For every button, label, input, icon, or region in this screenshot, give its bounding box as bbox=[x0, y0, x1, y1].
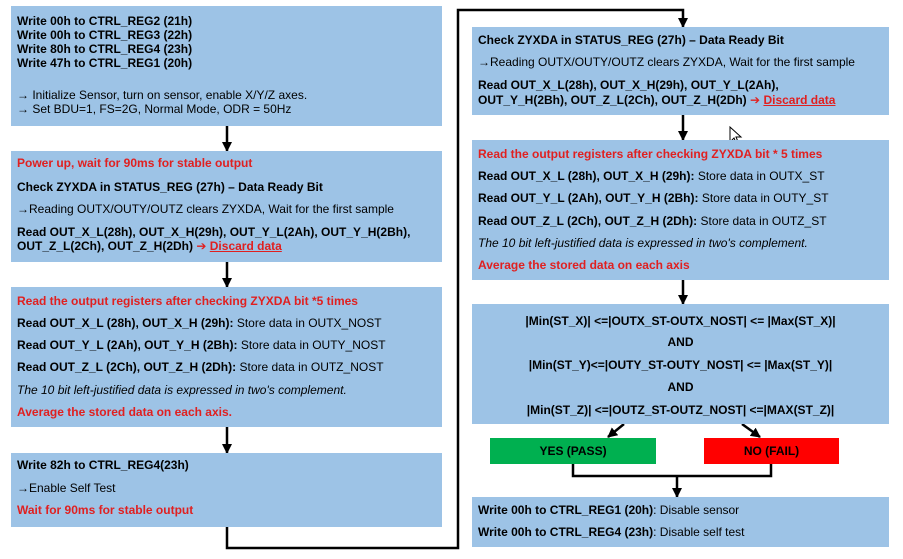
powerup-read-regs-1: Read OUT_X_L(28h), OUT_X_H(29h), OUT_Y_L… bbox=[17, 225, 411, 239]
compare-box: |Min(ST_X)| <=|OUTX_ST-OUTX_NOST| <= |Ma… bbox=[472, 304, 889, 424]
st-read-regs-2: OUT_Y_H(2Bh), OUT_Z_L(2Ch), OUT_Z_H(2Dh)… bbox=[478, 93, 836, 107]
nost-read-z: Read OUT_Z_L (2Ch), OUT_Z_H (2Dh): Store… bbox=[17, 360, 384, 374]
powerup-check-zyxda: Check ZYXDA in STATUS_REG (27h) – Data R… bbox=[17, 180, 323, 194]
nost-average-note: Average the stored data on each axis. bbox=[17, 405, 232, 419]
discard-data-label: Discard data bbox=[763, 93, 836, 107]
powerup-reading-note: →Reading OUTX/OUTY/OUTZ clears ZYXDA, Wa… bbox=[17, 202, 394, 216]
powerup-wait: Power up, wait for 90ms for stable outpu… bbox=[17, 156, 253, 170]
st-reading-note: →Reading OUTX/OUTY/OUTZ clears ZYXDA, Wa… bbox=[478, 55, 855, 69]
st-average-note: Average the stored data on each axis bbox=[478, 258, 690, 272]
arrow-results-box8 bbox=[571, 464, 773, 478]
selftest-enable-box: Write 82h to CTRL_REG4(23h) →Enable Self… bbox=[11, 453, 442, 527]
compare-x: |Min(ST_X)| <=|OUTX_ST-OUTX_NOST| <= |Ma… bbox=[525, 314, 836, 328]
nost-read-title: Read the output registers after checking… bbox=[17, 294, 358, 308]
pass-result: YES (PASS) bbox=[490, 438, 656, 464]
arrow-glyph-icon: ➔ bbox=[750, 93, 761, 107]
powerup-read-regs-2: OUT_Z_L(2Ch), OUT_Z_H(2Dh) ➔ Discard dat… bbox=[17, 239, 282, 253]
init-box: Write 00h to CTRL_REG2 (21h) Write 00h t… bbox=[11, 6, 442, 126]
compare-z: |Min(ST_Z)| <=|OUTZ_ST-OUTZ_NOST| <=|MAX… bbox=[526, 403, 835, 417]
init-note-1: → Initialize Sensor, turn on sensor, ena… bbox=[17, 88, 308, 102]
fail-result: NO (FAIL) bbox=[704, 438, 839, 464]
init-write-ctrl-reg1: Write 47h to CTRL_REG1 (20h) bbox=[17, 56, 193, 70]
disable-box: Write 00h to CTRL_REG1 (20h): Disable se… bbox=[472, 497, 889, 547]
st-read-z: Read OUT_Z_L (2Ch), OUT_Z_H (2Dh): Store… bbox=[478, 214, 827, 228]
nost-read-y: Read OUT_Y_L (2Ah), OUT_Y_H (2Bh): Store… bbox=[17, 338, 386, 352]
st-format-note: The 10 bit left-justified data is expres… bbox=[478, 236, 808, 250]
discard-data-label: Discard data bbox=[209, 239, 282, 253]
st-read-regs-1: Read OUT_X_L(28h), OUT_X_H(29h), OUT_Y_L… bbox=[478, 78, 779, 92]
powerup-box: Power up, wait for 90ms for stable outpu… bbox=[11, 151, 442, 262]
compare-y: |Min(ST_Y)<=|OUTY_ST-OUTY_NOST| <= |Max(… bbox=[528, 358, 833, 372]
st-check-box: Check ZYXDA in STATUS_REG (27h) – Data R… bbox=[472, 27, 889, 115]
st-read-x: Read OUT_X_L (28h), OUT_X_H (29h): Store… bbox=[478, 169, 825, 183]
selftest-write-ctrl-reg4: Write 82h to CTRL_REG4(23h) bbox=[17, 458, 189, 472]
arrow-glyph-icon: ➔ bbox=[196, 239, 207, 253]
compare-and-2: AND bbox=[667, 380, 694, 394]
init-write-ctrl-reg4: Write 80h to CTRL_REG4 (23h) bbox=[17, 42, 193, 56]
disable-self-test: Write 00h to CTRL_REG4 (23h): Disable se… bbox=[478, 525, 745, 539]
selftest-enable-note: →Enable Self Test bbox=[17, 481, 116, 495]
init-note-2: → Set BDU=1, FS=2G, Normal Mode, ODR = 5… bbox=[17, 102, 292, 116]
init-write-ctrl-reg3: Write 00h to CTRL_REG3 (22h) bbox=[17, 28, 193, 42]
init-write-ctrl-reg2: Write 00h to CTRL_REG2 (21h) bbox=[17, 14, 193, 28]
st-check-zyxda: Check ZYXDA in STATUS_REG (27h) – Data R… bbox=[478, 33, 784, 47]
compare-and-1: AND bbox=[667, 335, 694, 349]
st-read-y: Read OUT_Y_L (2Ah), OUT_Y_H (2Bh): Store… bbox=[478, 191, 829, 205]
disable-sensor: Write 00h to CTRL_REG1 (20h): Disable se… bbox=[478, 503, 740, 517]
st-read-title: Read the output registers after checking… bbox=[478, 147, 823, 161]
nost-read-box: Read the output registers after checking… bbox=[11, 287, 442, 427]
arrow-box7-pass bbox=[607, 423, 625, 438]
selftest-wait: Wait for 90ms for stable output bbox=[17, 503, 194, 517]
nost-read-x: Read OUT_X_L (28h), OUT_X_H (29h): Store… bbox=[17, 316, 382, 330]
st-read-box: Read the output registers after checking… bbox=[472, 140, 889, 280]
nost-format-note: The 10 bit left-justified data is expres… bbox=[17, 383, 347, 397]
arrow-box7-fail bbox=[741, 422, 761, 439]
